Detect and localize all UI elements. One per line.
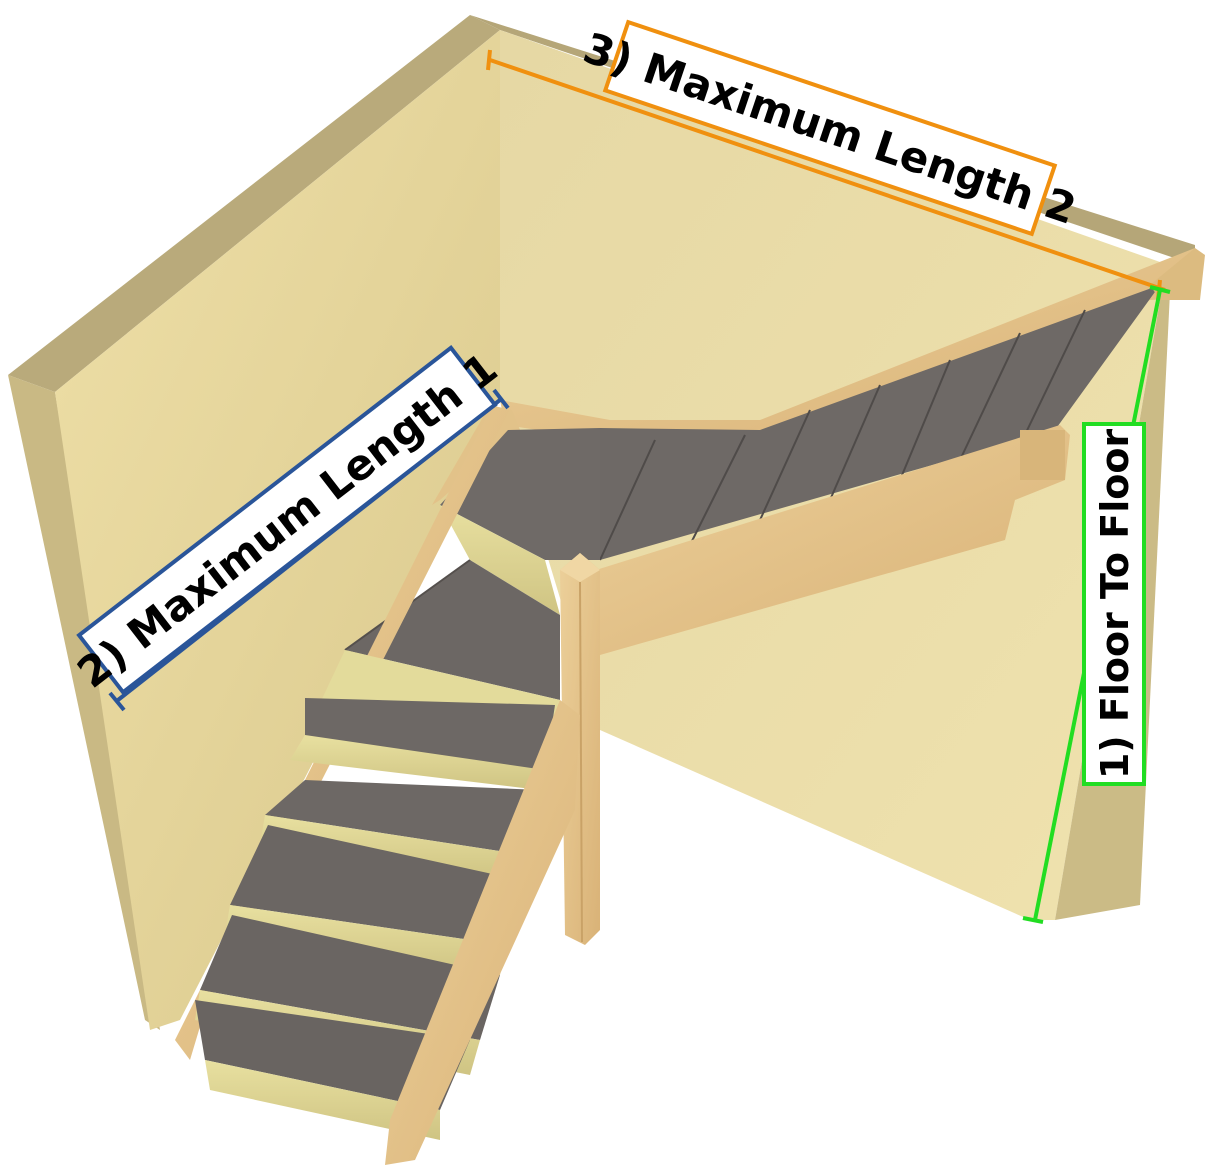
- floor-to-floor-measure: 1) Floor To Floor: [1022, 285, 1171, 924]
- left-wall-edge: [8, 375, 160, 1030]
- lower-flight: [175, 410, 580, 1165]
- upper-tread-lines: [599, 309, 1086, 561]
- max-length-1-box: [76, 345, 498, 695]
- upper-stringer-end-block: [1020, 430, 1065, 480]
- max-length-2-line: [489, 58, 1166, 292]
- lower-outer-stringer: [385, 700, 580, 1165]
- newel-post: [560, 553, 600, 945]
- floor-to-floor-box: [1082, 422, 1146, 786]
- winder-tread-2: [345, 560, 560, 700]
- upper-treads: [600, 285, 1160, 560]
- winder-riser-1: [440, 505, 560, 615]
- left-wall-top: [8, 15, 500, 392]
- upper-flight: [500, 248, 1205, 655]
- landing-beam: [1150, 248, 1205, 300]
- max-length-2-box: [602, 19, 1058, 237]
- upper-outer-stringer: [580, 425, 1070, 655]
- floor-to-floor-label: 1) Floor To Floor: [1093, 429, 1137, 780]
